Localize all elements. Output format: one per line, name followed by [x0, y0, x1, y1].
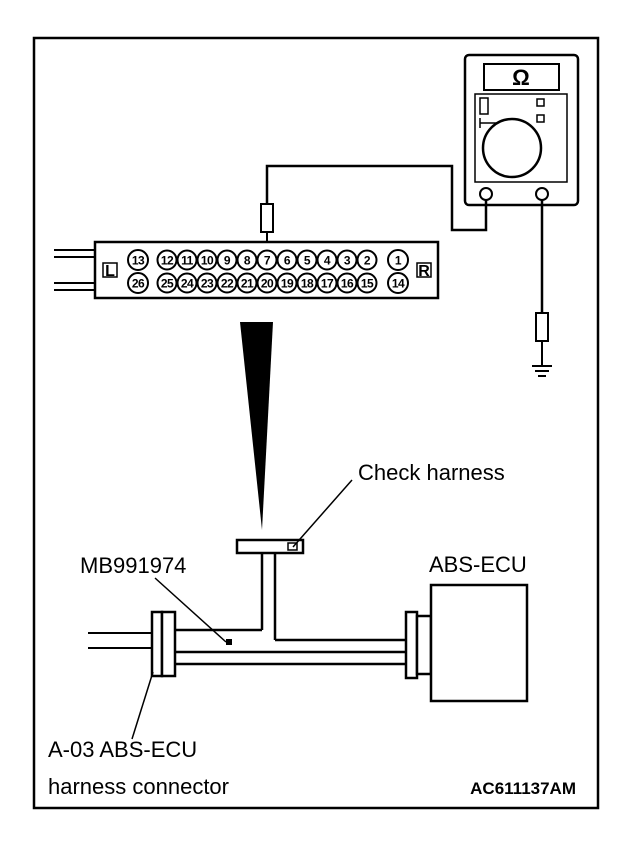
harness-connector-side: [88, 610, 177, 678]
pin-26-circle: [127, 272, 149, 294]
probe-pin-7: [260, 203, 274, 233]
pin-7-label: 7: [264, 254, 271, 268]
ohmmeter: Ω: [463, 53, 580, 207]
pin-14-label: 14: [392, 277, 405, 291]
ground-icon: [532, 365, 552, 377]
connector-right-mark-label: R: [418, 263, 430, 280]
meter-terminal-positive: [535, 187, 549, 201]
leader-tool: [154, 577, 227, 643]
check-harness: [235, 538, 305, 640]
pin-1-circle: [387, 249, 409, 271]
diagram-frame: [32, 36, 600, 810]
view-pointer: [240, 322, 273, 530]
pin-12-label: 12: [161, 254, 174, 268]
meter-indicator-2: [536, 114, 545, 123]
pin-8-label: 8: [244, 254, 251, 268]
pin-2-circle: [356, 249, 378, 271]
pin-26-label: 26: [132, 277, 145, 291]
connector-left-mark: [102, 262, 118, 278]
meter-symbol: Ω: [512, 65, 530, 90]
meter-terminal-common: [479, 187, 493, 201]
abs-ecu-unit: [415, 583, 529, 703]
pin-13-label: 13: [132, 254, 145, 268]
leader-check-harness: [292, 479, 353, 548]
figure-code: AC611137AM: [470, 779, 576, 798]
pin-5-label: 5: [304, 254, 311, 268]
connector-right-mark: [416, 262, 432, 278]
probe-ground: [535, 312, 549, 342]
pin-1-label: 1: [395, 254, 402, 268]
pin-4-label: 4: [324, 254, 331, 268]
pin-3-label: 3: [344, 254, 351, 268]
pin-23-label: 23: [201, 277, 214, 291]
pin-15-label: 15: [361, 277, 374, 291]
tool-mb991974: [175, 610, 419, 680]
pin-6-label: 6: [284, 254, 291, 268]
meter-indicator-1: [536, 98, 545, 107]
pin-16-label: 16: [341, 277, 354, 291]
connector-label-line1: A-03 ABS-ECU: [48, 737, 197, 762]
pin-17-label: 17: [321, 277, 334, 291]
leader-connector: [131, 671, 154, 740]
check-harness-label: Check harness: [358, 460, 505, 485]
pin-14-circle: [387, 272, 409, 294]
pin-20-label: 20: [261, 277, 274, 291]
pin-13-circle: [127, 249, 149, 271]
test-lead-to-pin-7: [265, 164, 488, 232]
pin-24-label: 24: [181, 277, 194, 291]
pin-9-label: 9: [224, 254, 231, 268]
meter-switch: [479, 97, 489, 115]
pin-18-label: 18: [301, 277, 314, 291]
pin-21-label: 21: [241, 277, 254, 291]
pin-22-label: 22: [221, 277, 234, 291]
pin-2-label: 2: [364, 254, 371, 268]
pin-15-circle: [356, 272, 378, 294]
meter-display: [483, 63, 560, 91]
connector-label-line2: harness connector: [48, 774, 229, 799]
connector-left-mark-label: L: [105, 263, 115, 280]
tool-label: MB991974: [80, 553, 186, 578]
ecu-label: ABS-ECU: [429, 552, 527, 577]
pin-11-label: 11: [181, 254, 194, 268]
pin-25-label: 25: [161, 277, 174, 291]
pin-10-label: 10: [201, 254, 214, 268]
meter-dial: [481, 117, 543, 179]
connector-bottom-pins: 26 25 24 23 22 21 20 19 18 17 16 15 14: [127, 272, 409, 294]
pin-19-label: 19: [281, 277, 294, 291]
